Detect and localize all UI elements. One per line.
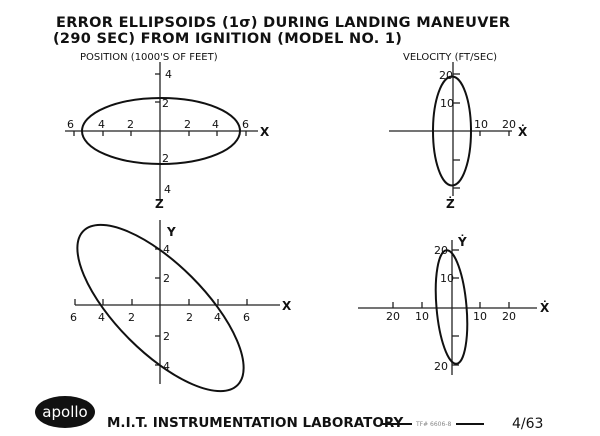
tick-marks <box>453 73 510 189</box>
tick-label: 10 <box>440 272 454 285</box>
tick-label: 4 <box>98 311 105 324</box>
tick-label: 4 <box>214 311 221 324</box>
y-axis-label: Y <box>166 225 176 239</box>
tick-label: 6 <box>67 118 74 131</box>
tick-marks <box>73 73 247 136</box>
tick-label: 10 <box>440 97 454 110</box>
reference-number: TF# 6606-8 <box>415 421 451 428</box>
tick-label: 4 <box>163 243 170 256</box>
tick-label: 4 <box>165 68 172 81</box>
plot-velocity-xz: 10 20 Ẋ 20 10 Ż <box>389 62 528 211</box>
tick-label: 10 <box>474 118 488 131</box>
tick-label: 2 <box>127 118 134 131</box>
tick-label: 10 <box>473 310 487 323</box>
tick-label: 2 <box>128 311 135 324</box>
position-label: POSITION (1000'S OF FEET) <box>80 52 218 63</box>
x-axis-label: X <box>282 299 292 313</box>
plot-position-xy: 6 4 2 2 4 6 X Y 4 2 2 4 <box>70 220 292 393</box>
position-xy-ellipse <box>76 223 245 393</box>
x-axis-label: X <box>260 125 270 139</box>
tick-label: 6 <box>242 118 249 131</box>
title-line-2: (290 SEC) FROM IGNITION (MODEL NO. 1) <box>53 31 402 47</box>
tick-label: 20 <box>502 310 516 323</box>
tick-label: 4 <box>164 183 171 196</box>
tick-label: 2 <box>163 330 170 343</box>
apollo-logo-text: apollo <box>42 403 87 421</box>
position-xz-ellipse <box>81 97 241 165</box>
velocity-label: VELOCITY (FT/SEC) <box>403 52 497 63</box>
tick-label: 6 <box>243 311 250 324</box>
footer: apollo M.I.T. INSTRUMENTATION LABORATORY… <box>35 396 543 432</box>
tick-label: 20 <box>502 118 516 131</box>
z-axis-label: Z <box>155 197 164 211</box>
tick-label: 20 <box>386 310 400 323</box>
tick-label: 4 <box>163 360 170 373</box>
apollo-logo <box>35 396 95 428</box>
x-axis-label: Ẋ <box>518 124 528 139</box>
tick-label: 10 <box>415 310 429 323</box>
tick-label: 2 <box>162 152 169 165</box>
tick-marks <box>392 249 510 366</box>
plot-velocity-xy: 20 10 10 20 Ẋ Ẏ 20 10 20 <box>358 234 550 375</box>
tick-label: 2 <box>162 97 169 110</box>
tick-label: 4 <box>98 118 105 131</box>
tick-label: 6 <box>70 311 77 324</box>
y-axis-label: Ẏ <box>457 234 467 249</box>
lab-name: M.I.T. INSTRUMENTATION LABORATORY <box>107 415 403 431</box>
velocity-xy-ellipse <box>434 249 469 365</box>
tick-label: 2 <box>184 118 191 131</box>
date: 4/63 <box>512 416 543 432</box>
x-axis-label: Ẋ <box>540 300 550 315</box>
tick-label: 2 <box>186 311 193 324</box>
tick-label: 20 <box>434 244 448 257</box>
tick-label: 20 <box>434 360 448 373</box>
tick-label: 2 <box>163 272 170 285</box>
plot-position-xz: 6 4 2 2 4 6 X 4 2 2 4 Z <box>65 62 270 211</box>
title-line-1: ERROR ELLIPSOIDS (1σ) DURING LANDING MAN… <box>56 15 510 31</box>
velocity-xz-ellipse <box>432 75 472 187</box>
tick-label: 4 <box>212 118 219 131</box>
tick-label: 20 <box>439 69 453 82</box>
z-axis-label: Ż <box>446 196 455 211</box>
